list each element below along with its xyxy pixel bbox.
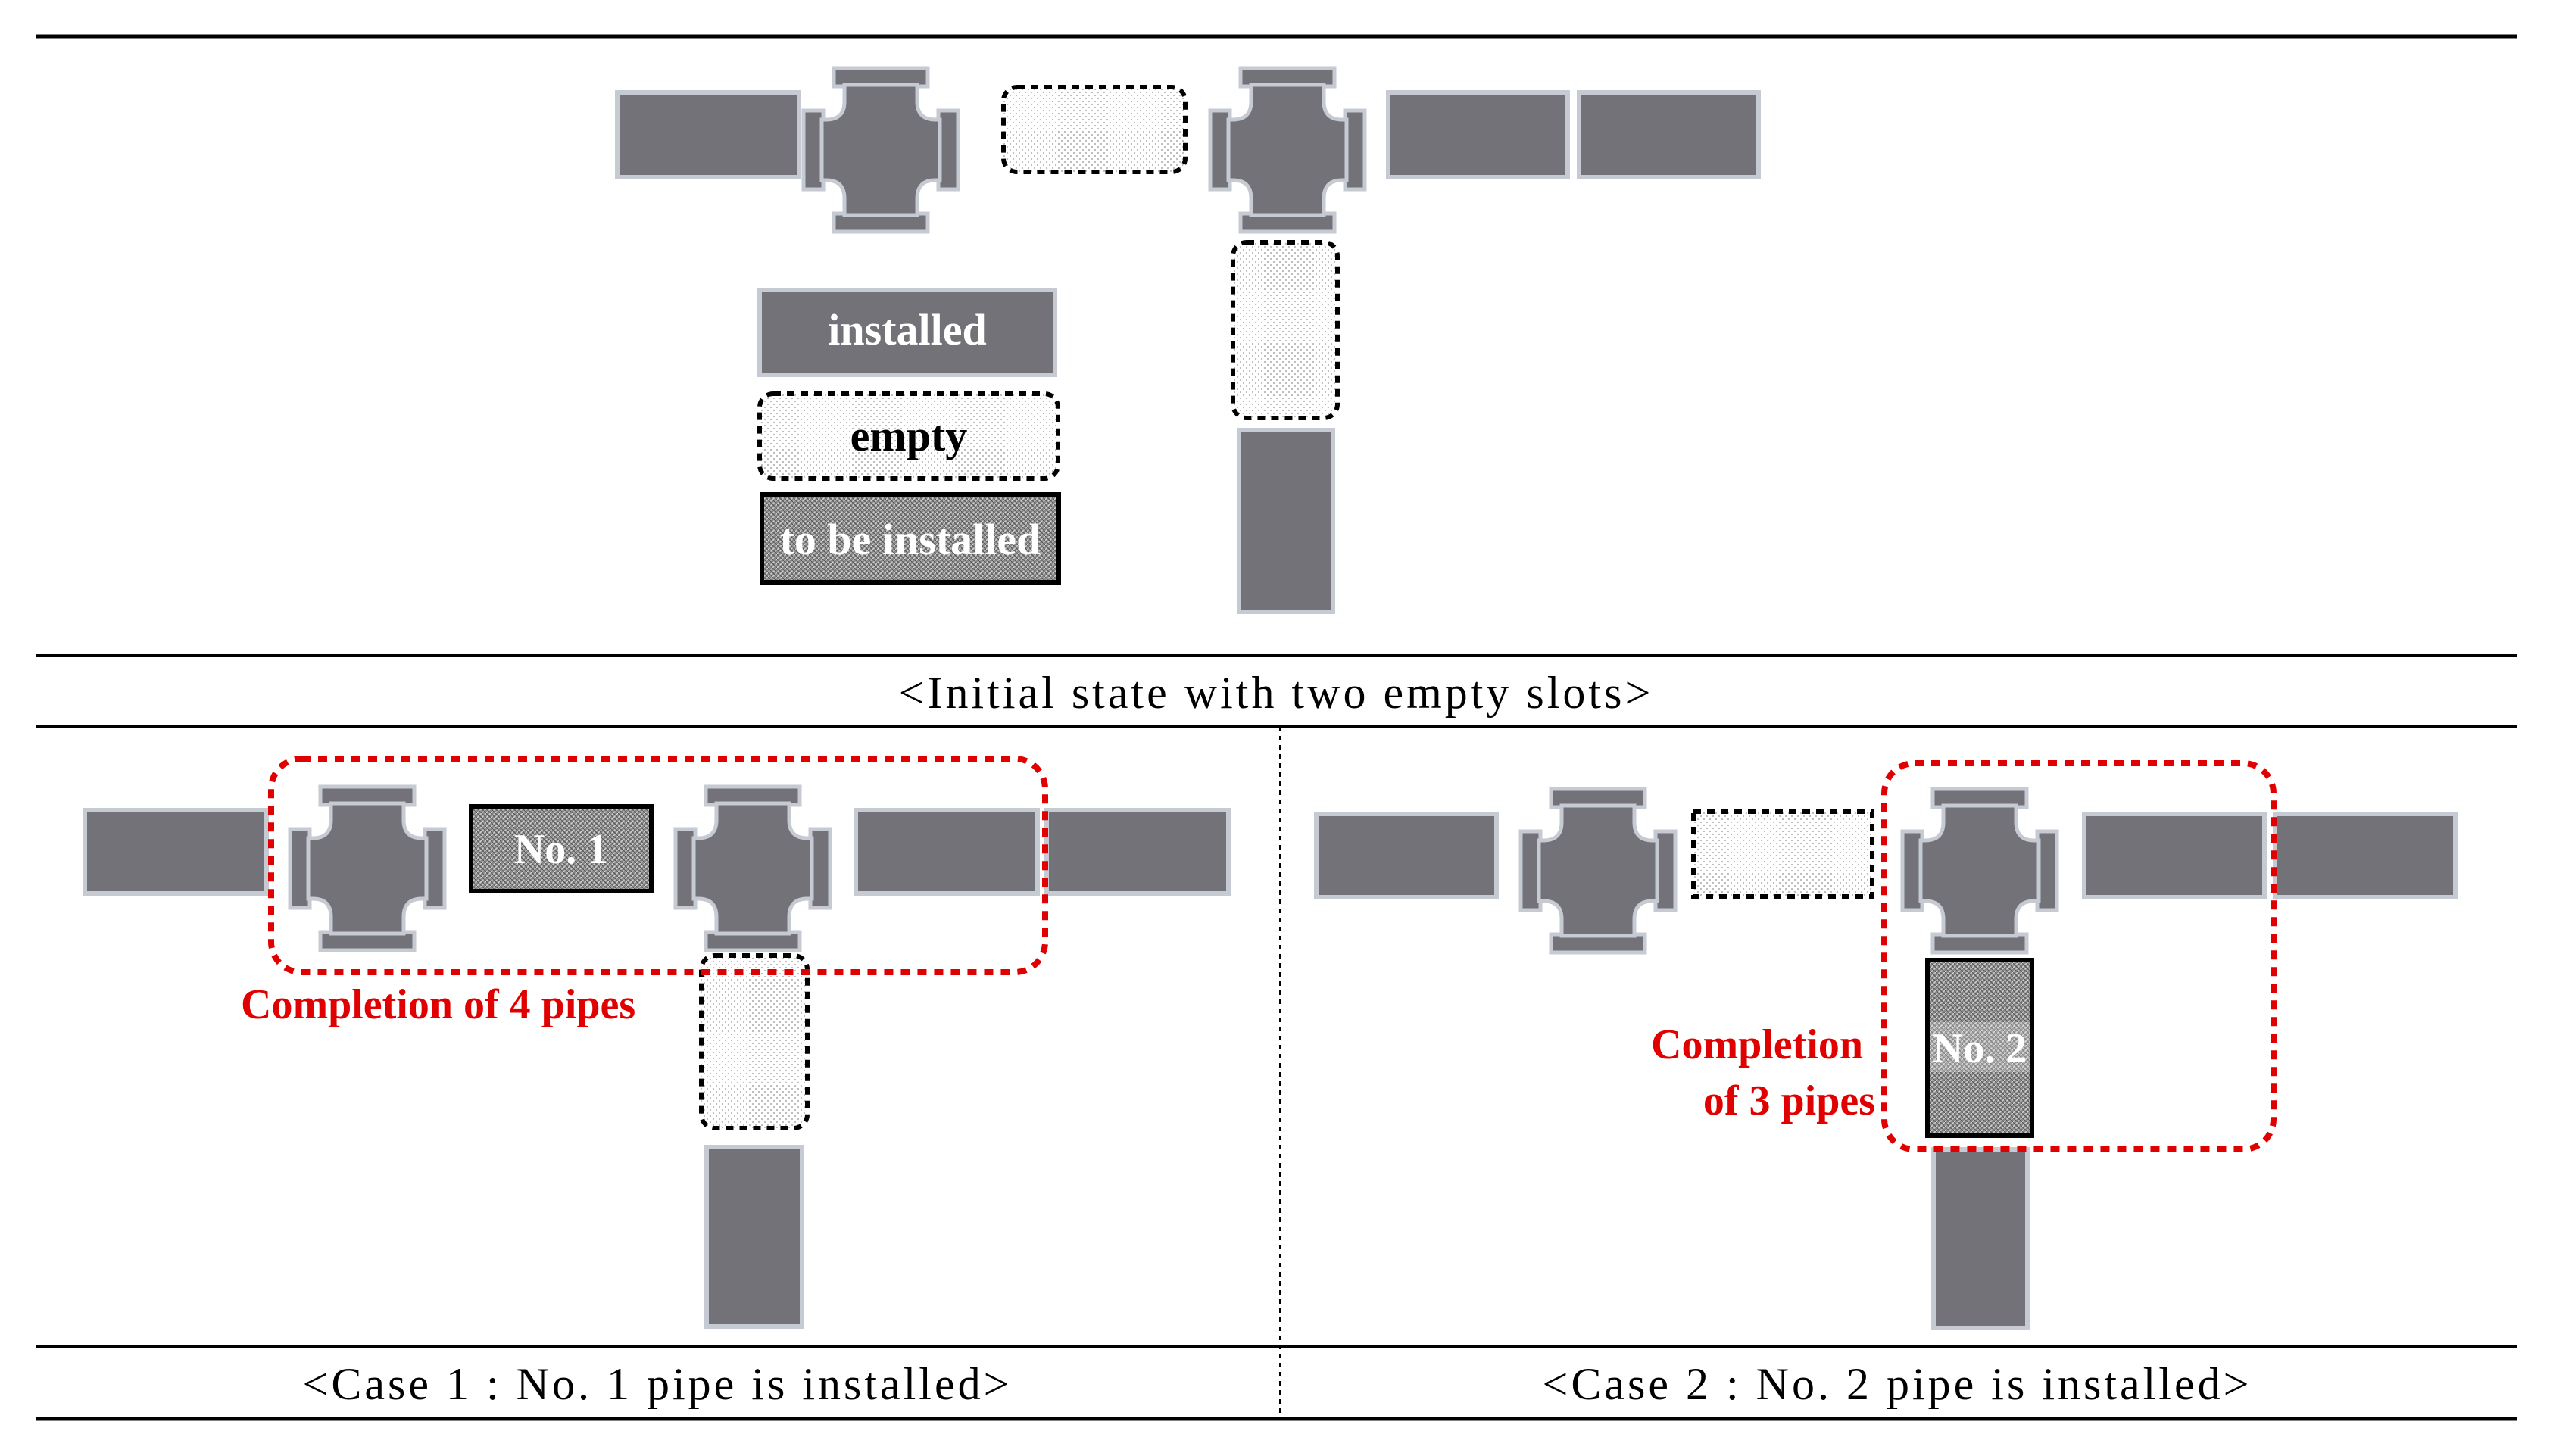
- legend-empty-swatch: [757, 391, 1060, 481]
- initial-state-diagram: [615, 68, 1761, 614]
- installed-pipe: [1314, 812, 1499, 899]
- completion-4-label: Completion of 4 pipes: [241, 981, 635, 1028]
- no2-label: No. 2: [1933, 1025, 2027, 1072]
- legend-empty-label: empty: [850, 411, 968, 460]
- tee-fitting: [1902, 789, 2057, 952]
- empty-slot: [699, 953, 810, 1130]
- completion-highlight-4: [268, 756, 1048, 975]
- installed-pipe: [1044, 808, 1231, 896]
- installed-pipe: [704, 1145, 804, 1329]
- legend: installed empty to be installed: [757, 288, 1061, 585]
- frame-lines: [36, 34, 2517, 1421]
- legend-installed-swatch: [757, 288, 1057, 377]
- completion-3-label-line2: of 3 pipes: [1703, 1077, 1875, 1124]
- installed-pipe: [1386, 90, 1570, 179]
- installed-pipe: [1577, 90, 1761, 179]
- installed-pipe: [83, 808, 269, 896]
- caption-case1: <Case 1 : No. 1 pipe is installed>: [303, 1359, 1013, 1409]
- tee-fitting: [1210, 68, 1365, 232]
- no2-pipe: [1925, 958, 2034, 1138]
- no1-label: No. 1: [514, 826, 608, 873]
- installed-pipe: [615, 90, 801, 179]
- tee-fitting: [1521, 789, 1675, 952]
- no1-pipe: [469, 804, 654, 893]
- no2-label-band: [1930, 1022, 2030, 1072]
- tee-fitting: [676, 787, 830, 950]
- tee-fitting: [290, 787, 445, 950]
- case1-diagram: No. 1 Completion of 4 pipes: [83, 756, 1231, 1329]
- legend-to-be-installed-swatch: [760, 492, 1061, 585]
- caption-initial: <Initial state with two empty slots>: [899, 668, 1654, 718]
- caption-case2: <Case 2 : No. 2 pipe is installed>: [1543, 1359, 2252, 1409]
- completion-highlight-3: [1881, 760, 2277, 1152]
- legend-installed-label: installed: [828, 305, 987, 354]
- case2-diagram: No. 2 Completion of 3 pipes: [1314, 760, 2458, 1330]
- installed-pipe: [854, 808, 1040, 896]
- completion-3-label-line1: Completion: [1651, 1021, 1863, 1068]
- installed-pipe: [2082, 812, 2267, 899]
- empty-slot: [1001, 85, 1188, 174]
- empty-slot: [1691, 809, 1874, 899]
- empty-slot: [1231, 240, 1340, 420]
- installed-pipe: [1931, 1147, 2030, 1330]
- legend-to-be-installed-label: to be installed: [780, 515, 1041, 564]
- tee-fitting: [804, 68, 958, 232]
- installed-pipe: [2273, 812, 2458, 899]
- installed-pipe: [1237, 428, 1335, 614]
